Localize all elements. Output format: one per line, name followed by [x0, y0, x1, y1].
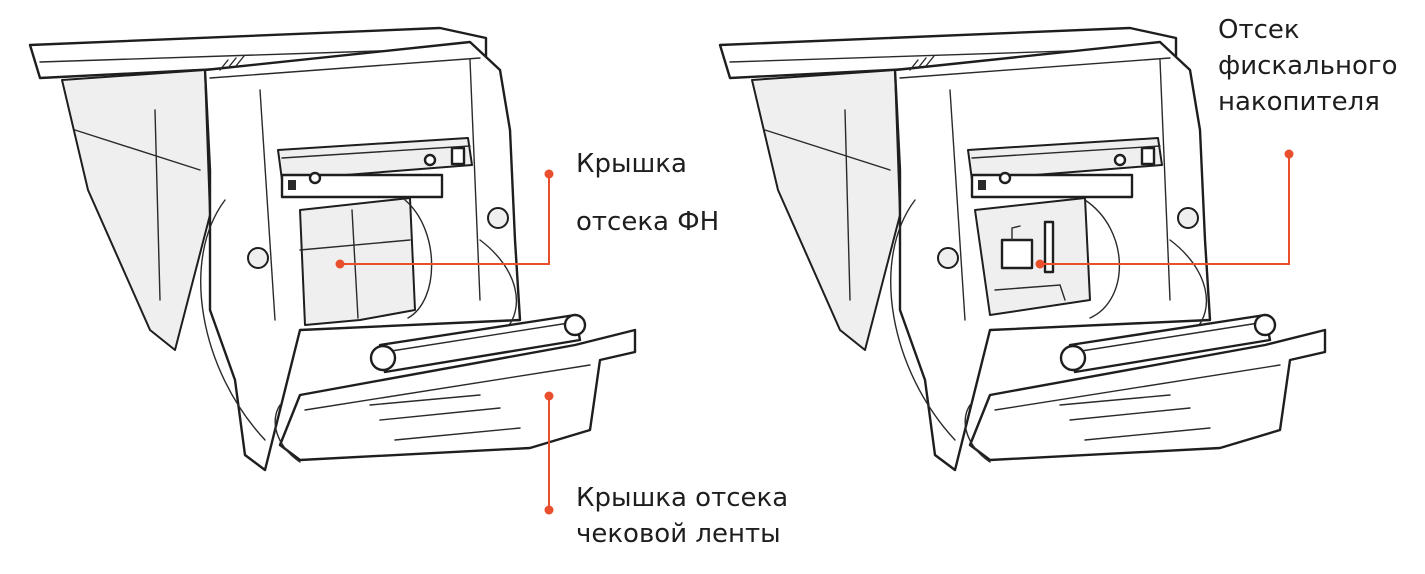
anchor-dot-fn-cover-end — [544, 169, 554, 179]
anchor-dot-paper-cover-end — [544, 505, 554, 515]
label-fn-cover-line1: Крышка — [576, 149, 687, 179]
paper-roll-cover — [278, 328, 637, 462]
leader-fn-cover — [340, 174, 550, 265]
label-fn-compartment-line2: фискального — [1218, 51, 1398, 81]
label-paper-cover-line1: Крышка отсека — [576, 483, 789, 513]
rear-body — [61, 69, 211, 351]
anchor-dot-fn-cover-start — [335, 259, 345, 269]
callout-leaders — [335, 149, 1294, 515]
label-fn-compartment-line1: Отсек — [1218, 15, 1300, 45]
fiscal-storage-module — [1000, 238, 1034, 270]
terminal-illustration-left — [28, 26, 637, 472]
anchor-dot-fn-compartment-start — [1035, 259, 1045, 269]
fn-compartment-cover — [299, 197, 416, 326]
label-paper-cover-line2: чековой ленты — [576, 519, 781, 549]
label-fn-cover-line2: отсека ФН — [576, 207, 720, 237]
anchor-dot-fn-compartment-end — [1284, 149, 1294, 159]
leader-fn-compartment — [1040, 154, 1290, 265]
terminal-illustration-right — [718, 26, 1327, 472]
anchor-dot-paper-cover-start — [544, 391, 554, 401]
label-fn-compartment-line3: накопителя — [1218, 87, 1380, 117]
